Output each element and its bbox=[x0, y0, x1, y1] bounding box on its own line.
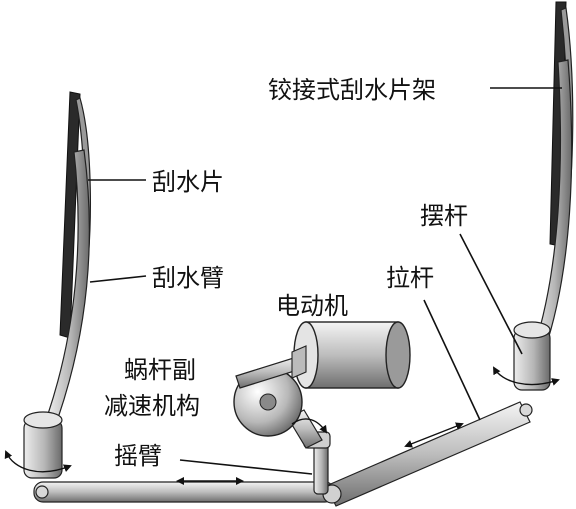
label-wiper-arm: 刮水臂 bbox=[152, 264, 224, 292]
lower-rod bbox=[33, 481, 335, 503]
left-swing-arrow bbox=[4, 450, 72, 473]
leader-swing-lever bbox=[459, 233, 523, 355]
right-wiper-assembly bbox=[493, 1, 574, 391]
right-pivot-housing bbox=[513, 321, 551, 391]
leader-pull-rod bbox=[423, 299, 481, 421]
label-wiper-blade: 刮水片 bbox=[152, 168, 224, 196]
label-worm-gear-line2: 减速机构 bbox=[104, 392, 200, 420]
leader-wiper-arm bbox=[89, 275, 147, 283]
worm-gear-reducer bbox=[233, 355, 328, 449]
label-pull-rod: 拉杆 bbox=[386, 264, 434, 292]
leader-rocker-arm bbox=[179, 459, 313, 475]
right-swing-arrow bbox=[493, 366, 560, 386]
label-pivot-frame: 铰接式刮水片架 bbox=[268, 76, 436, 104]
left-pivot-housing bbox=[23, 411, 63, 479]
pull-rod-bar bbox=[325, 401, 533, 507]
linkage bbox=[33, 401, 533, 507]
worm-rotation-arrow bbox=[291, 418, 328, 434]
label-rocker-arm: 摇臂 bbox=[114, 442, 162, 470]
label-worm-gear-line1: 蜗杆副 bbox=[124, 356, 196, 384]
label-motor: 电动机 bbox=[276, 292, 348, 320]
left-wiper-assembly bbox=[4, 91, 91, 479]
electric-motor bbox=[291, 321, 411, 389]
label-swing-lever: 摆杆 bbox=[420, 202, 468, 230]
pull-rod-motion-arrow bbox=[404, 422, 464, 448]
